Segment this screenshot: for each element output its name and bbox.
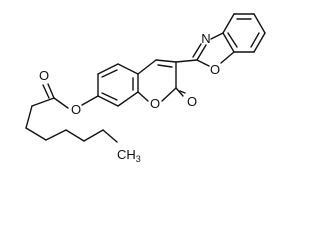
atom-label-n: N <box>201 31 210 46</box>
coumarin-benzene-ring <box>97 63 139 107</box>
atom-label-o-ester: O <box>71 102 81 117</box>
ch3-subscript: 3 <box>136 154 141 164</box>
atom-label-o-lactone-carbonyl: O <box>187 94 197 109</box>
atom-label-o-lactone-ring: O <box>150 96 160 111</box>
oxazole-ring <box>192 32 235 67</box>
ch3-main: CH <box>117 147 136 162</box>
biaryl-bond <box>175 59 198 63</box>
chemical-structure-diagram: N O O O O O CH3 <box>25 13 266 164</box>
coumarin-pyranone-ring <box>137 59 177 102</box>
lactone-carbonyl-bond <box>175 87 186 97</box>
atom-label-o-benzoxazole: O <box>210 62 220 77</box>
atom-label-ch3: CH3 <box>117 147 141 164</box>
benzoxazole-benzene-ring <box>222 13 266 53</box>
atom-label-o-ester-carbonyl: O <box>39 68 49 83</box>
ester-linkage <box>42 83 99 109</box>
heptyl-chain <box>25 97 118 143</box>
